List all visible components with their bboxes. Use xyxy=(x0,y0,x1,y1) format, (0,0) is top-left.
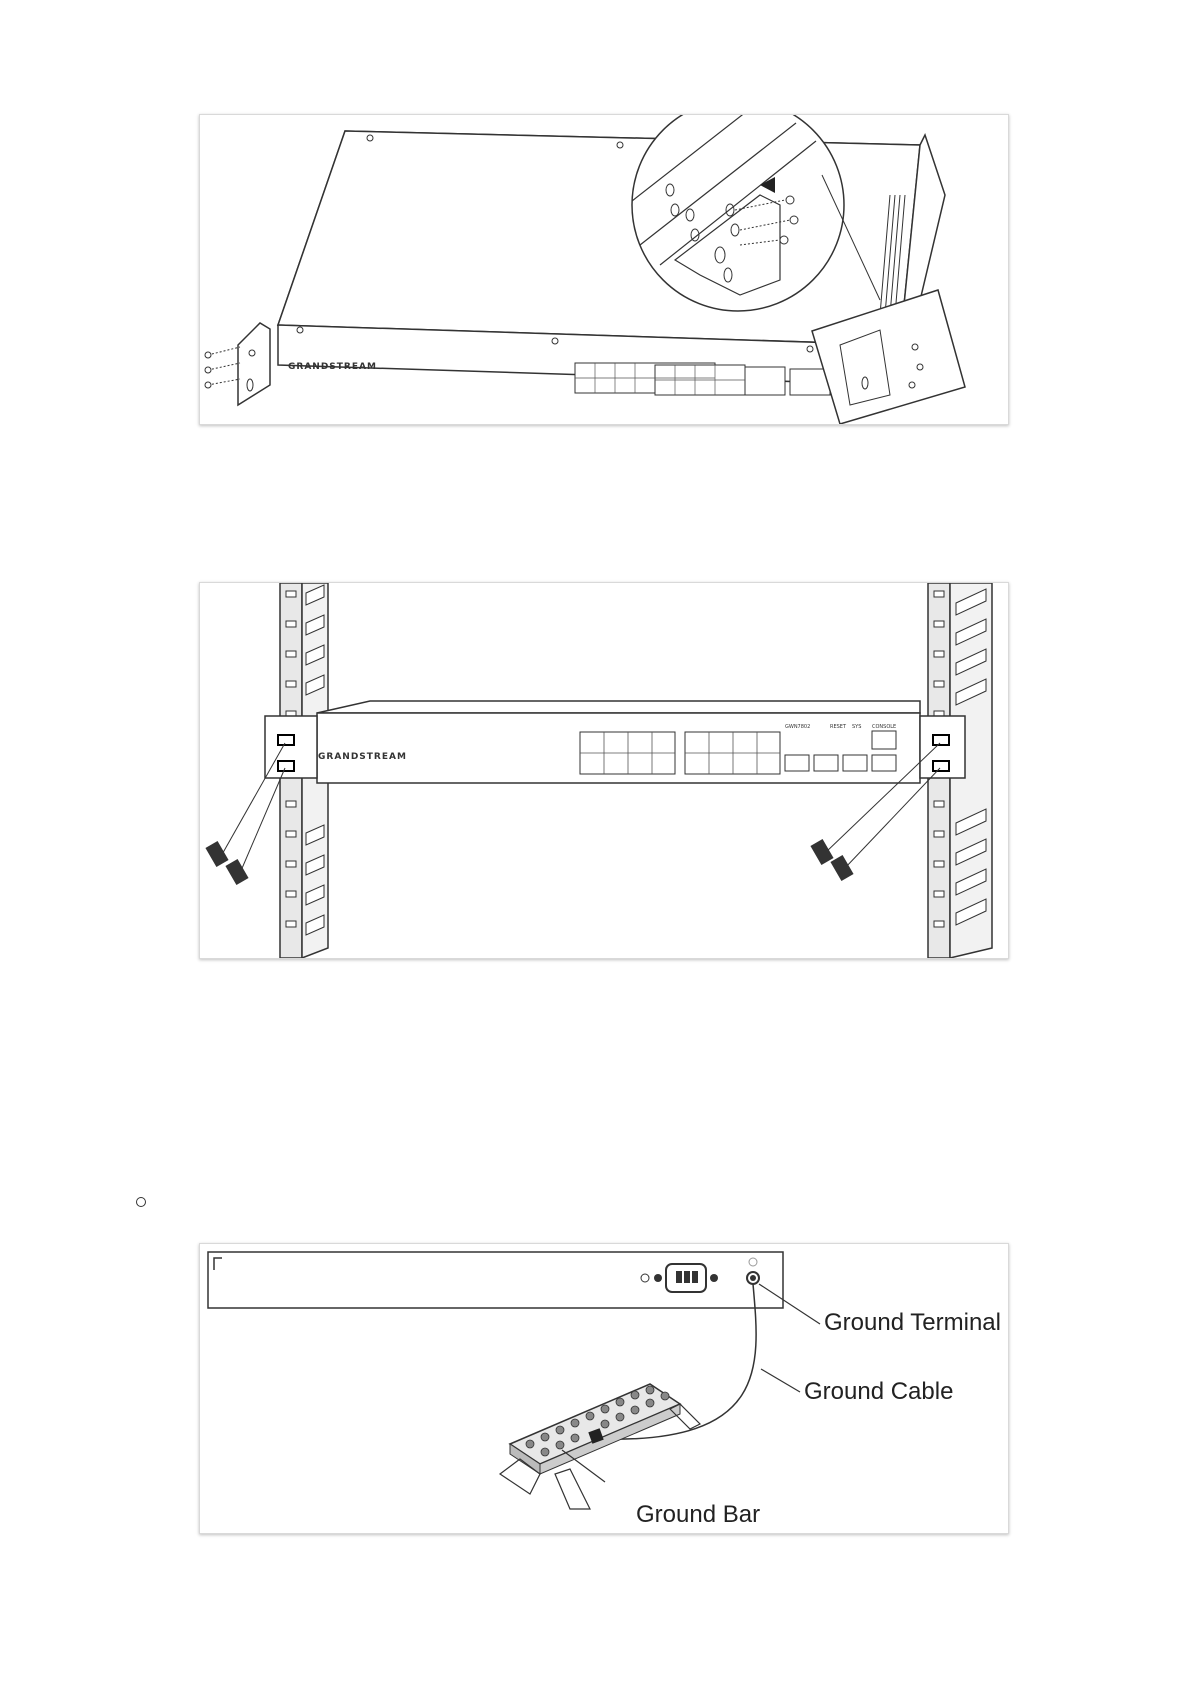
bracket-attachment-illustration: GRANDSTREAM xyxy=(200,115,1008,424)
sys-label: SYS xyxy=(852,724,861,730)
bullet-marker xyxy=(136,1197,146,1207)
rack-mounting-figure: GRANDSTREAM GWN7802 RESET SYS CONSOLE xyxy=(199,582,1009,959)
console-label: CONSOLE xyxy=(872,724,896,730)
ground-bar-label: Ground Bar xyxy=(636,1501,760,1528)
ground-terminal-label: Ground Terminal xyxy=(824,1309,1001,1336)
ground-cable-label: Ground Cable xyxy=(804,1378,953,1405)
bracket-attachment-figure: GRANDSTREAM xyxy=(199,114,1009,425)
grounding-figure: Ground Terminal Ground Cable Ground Bar xyxy=(199,1243,1009,1534)
rack-mounting-illustration: GRANDSTREAM GWN7802 RESET SYS CONSOLE xyxy=(200,583,1008,958)
brand-label: GRANDSTREAM xyxy=(288,362,377,372)
grounding-illustration: Ground Terminal Ground Cable Ground Bar xyxy=(200,1244,1008,1533)
reset-label: RESET xyxy=(830,724,847,730)
brand-label: GRANDSTREAM xyxy=(318,752,407,762)
model-label: GWN7802 xyxy=(785,724,810,730)
